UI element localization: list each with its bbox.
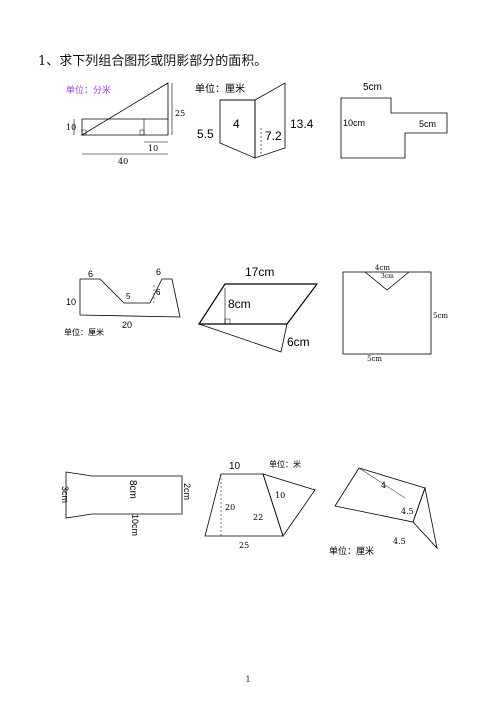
figure-1: 单位：分米 10 25 10 40: [66, 82, 185, 166]
fig2-top-label: 4: [233, 117, 240, 131]
fig9-unit: 单位：厘米: [329, 545, 374, 556]
figure-4: 6 6 6 5 10 单位：厘米 20: [64, 267, 181, 337]
fig4-c: 6: [156, 288, 161, 297]
fig1-left-label: 10: [66, 123, 76, 132]
fig1-seg-label: 10: [148, 144, 158, 153]
fig8-unit: 单位：米: [269, 459, 301, 469]
fig8-mid-label: 22: [253, 513, 263, 522]
fig4-a: 6: [88, 269, 93, 279]
fig2-mid-label: 7.2: [265, 129, 282, 143]
figure-5: 17cm 8cm 6cm: [197, 265, 319, 353]
fig4-b: 6: [156, 267, 161, 277]
fig4-d: 5: [126, 292, 131, 301]
fig7-len-label: 8cm: [127, 480, 138, 499]
fig6-right-label: 5cm: [433, 312, 448, 320]
fig6-top-label: 4cm: [375, 264, 390, 272]
fig1-base-label: 40: [118, 157, 128, 166]
fig5-side-label: 6cm: [287, 335, 310, 349]
fig4-unit: 单位：厘米: [64, 327, 104, 337]
figure-7: 8cm 3cm 2cm 10cm: [62, 471, 192, 536]
fig7-left-label: 3cm: [62, 486, 70, 503]
fig4-left: 10: [66, 297, 76, 307]
fig8-h-label: 20: [225, 503, 235, 512]
fig7-right-label: 2cm: [182, 483, 192, 500]
fig3-top-label: 5cm: [363, 82, 382, 93]
fig5-h-label: 8cm: [228, 297, 251, 311]
fig2-unit: 单位：厘米: [195, 82, 245, 95]
figure-9: 4 4.5 4.5 单位：厘米: [329, 467, 438, 556]
fig2-left-label: 5.5: [197, 127, 214, 141]
fig8-top-label: 10: [229, 461, 241, 472]
fig4-base: 20: [122, 320, 132, 330]
fig2-right-label: 13.4: [290, 117, 314, 131]
fig1-unit: 单位：分米: [66, 84, 111, 95]
fig1-right-label: 25: [175, 109, 185, 118]
figure-6: 4cm 3cm 5cm 5cm: [342, 264, 448, 362]
figure-8: 10 单位：米 20 22 10 25: [204, 459, 316, 550]
fig9-mid-label: 4.5: [401, 507, 414, 516]
fig9-low-label: 4.5: [393, 537, 406, 546]
fig7-bottom-label: 10cm: [130, 514, 140, 536]
page-number: 1: [245, 675, 251, 684]
fig3-right-label: 5cm: [419, 119, 436, 129]
fig6-small-label: 3cm: [381, 273, 394, 280]
figure-2: 单位：厘米 4 5.5 7.2 13.4: [195, 82, 314, 159]
fig5-top-label: 17cm: [245, 265, 274, 279]
page-title: 1、求下列组合图形或阴影部分的面积。: [38, 54, 268, 69]
fig8-base-label: 25: [239, 541, 249, 550]
fig9-top-label: 4: [381, 481, 386, 490]
fig6-bottom-label: 5cm: [367, 355, 382, 362]
fig8-slant-label: 10: [275, 491, 285, 500]
fig3-left-label: 10cm: [343, 118, 365, 128]
figure-3: 5cm 10cm 5cm: [340, 82, 448, 159]
